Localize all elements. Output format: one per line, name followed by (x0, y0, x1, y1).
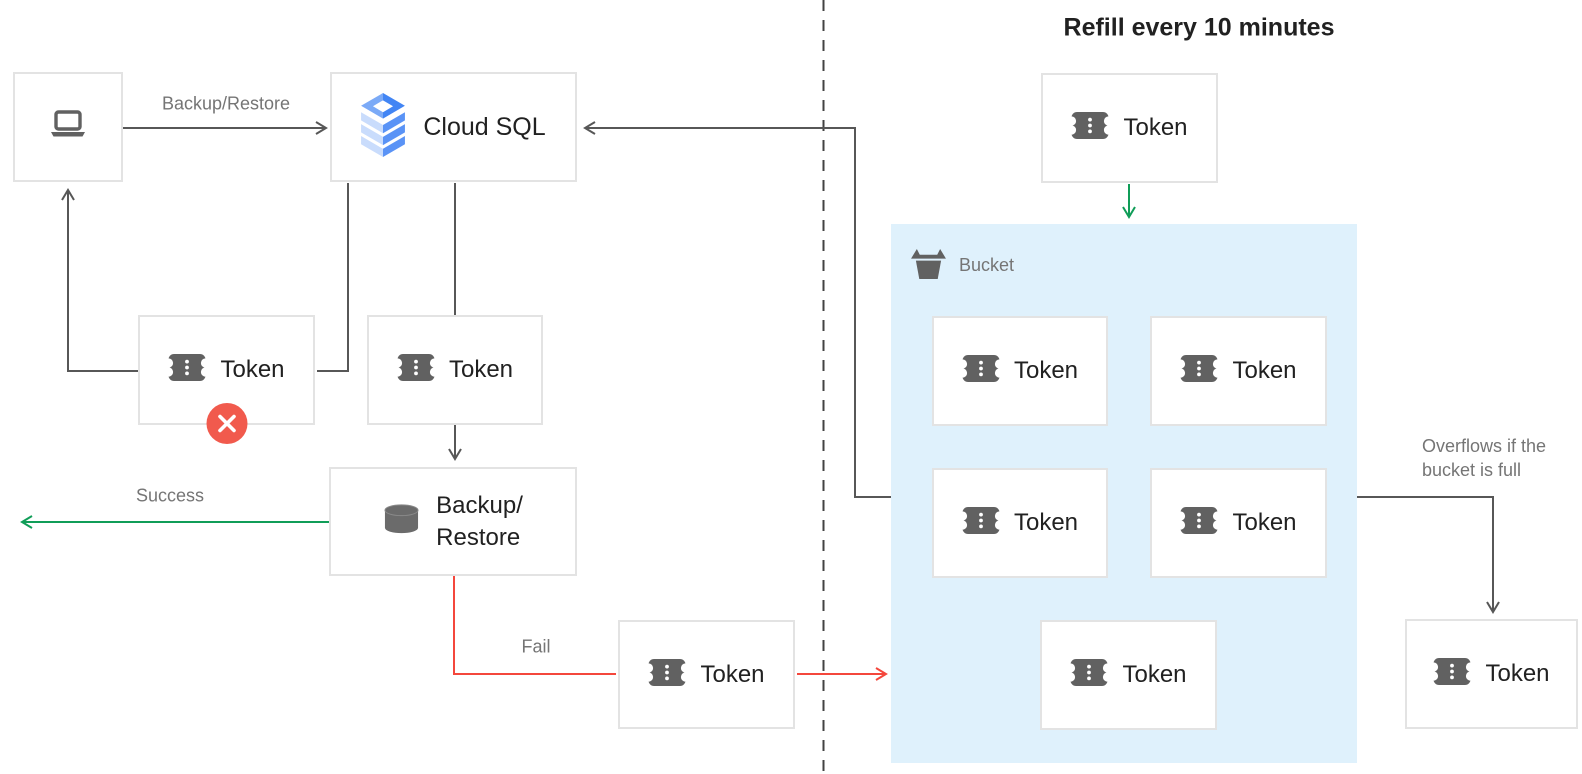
token-label: Token (448, 356, 514, 383)
client-node (13, 72, 123, 182)
edge-backup-fail (453, 575, 616, 675)
token-label: Token (1123, 114, 1188, 141)
token-icon (392, 353, 440, 387)
token-queue-node: Token (367, 315, 543, 425)
token-icon (644, 658, 691, 692)
overflow-note: Overflows if the bucket is full (1422, 436, 1547, 480)
database-icon (383, 503, 420, 540)
bucket-label: Bucket (959, 255, 1015, 275)
token-label: Token (1013, 357, 1079, 384)
edge-bucket-to-cloudsql (583, 121, 891, 498)
token-label: Token (1232, 357, 1297, 384)
token-icon (957, 354, 1005, 388)
token-icon (957, 506, 1005, 540)
bucket-token-node: Token (1150, 316, 1327, 426)
token-icon (1176, 354, 1223, 388)
token-icon (1066, 658, 1113, 692)
cloud-sql-label: Cloud SQL (423, 112, 546, 141)
bucket-tag: Bucket (909, 247, 1014, 284)
token-icon (164, 353, 211, 387)
token-label: Token (700, 660, 765, 688)
token-refill-node: Token (1041, 73, 1218, 183)
token-fail-node: Token (618, 620, 795, 729)
token-icon (1176, 506, 1223, 540)
edge-denied-token-to-client (61, 188, 139, 372)
bucket-token-node: Token (1040, 620, 1217, 730)
cloud-sql-node: Cloud SQL (330, 72, 577, 182)
token-icon (1429, 657, 1476, 691)
denied-x-icon (206, 403, 247, 444)
bucket-token-node: Token (932, 316, 1108, 426)
token-label: Token (1122, 661, 1187, 688)
bucket-icon (909, 247, 948, 284)
refill-title: Refill every 10 minutes (1063, 13, 1335, 42)
edge-cloudsql-to-denied-token (317, 183, 349, 372)
token-overflow-node: Token (1405, 619, 1578, 729)
cloud-sql-icon (361, 92, 406, 162)
token-label: Token (1013, 509, 1079, 536)
laptop-icon (48, 109, 88, 145)
edge-label-fail: Fail (521, 636, 551, 657)
token-label: Token (1485, 660, 1550, 687)
backup-restore-label: Backup/Restore (436, 490, 523, 554)
token-icon (1067, 111, 1114, 145)
backup-restore-line2: Restore (436, 523, 521, 551)
token-label: Token (1232, 509, 1297, 536)
backup-restore-node: Backup/Restore (329, 467, 577, 576)
token-denied-node: Token (138, 315, 315, 444)
edge-bucket-overflow (1357, 496, 1500, 614)
edge-label-backup-restore: Backup/Restore (161, 93, 291, 114)
bucket-token-node: Token (1150, 468, 1327, 578)
bucket-token-node: Token (932, 468, 1108, 578)
token-label: Token (220, 356, 285, 383)
backup-restore-line1: Backup/ (436, 491, 523, 519)
edge-label-success: Success (135, 485, 205, 506)
